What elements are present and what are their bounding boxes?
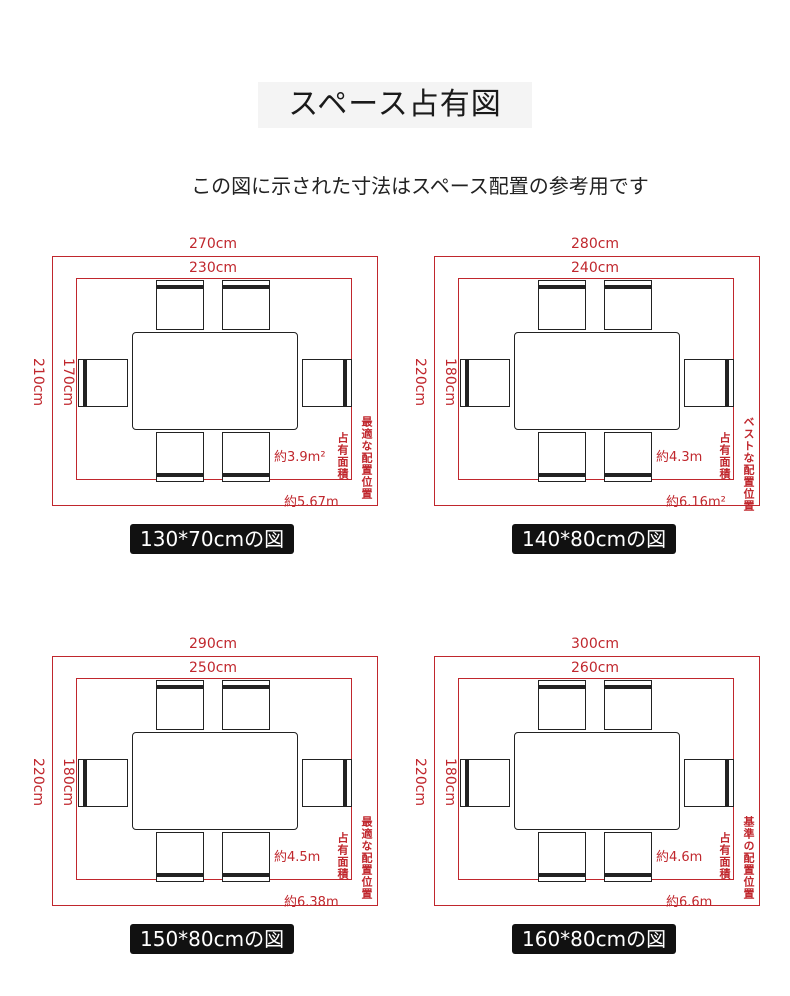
chair-backrest	[539, 685, 585, 689]
outer-height-label: 220cm	[412, 758, 428, 807]
diagram-panel: 290cm 250cm 220cm 180cm 約4.5m 約6.38m 占有面積最適な配置…	[30, 636, 412, 996]
outer-area-label: 約6.16m²	[666, 495, 726, 510]
outer-height-label: 220cm	[412, 358, 428, 407]
chair-backrest	[157, 473, 203, 477]
chair-top	[222, 680, 270, 730]
chair-backrest	[539, 285, 585, 289]
chair-backrest	[605, 873, 651, 877]
inner-area-label: 約3.9m²	[274, 450, 326, 465]
chair-backrest	[83, 360, 87, 406]
chair-top	[156, 680, 204, 730]
outer-boundary	[434, 656, 760, 906]
outer-width-label: 270cm	[189, 236, 238, 252]
chair-top	[222, 280, 270, 330]
outer-area-label: 約6.38m	[284, 895, 339, 910]
chair-bottom	[156, 432, 204, 482]
occupied-area-note: 占有面積	[718, 432, 731, 480]
diagram-caption: 140*80cmの図	[512, 524, 677, 554]
outer-width-label: 290cm	[189, 636, 238, 652]
chair-backrest	[223, 473, 269, 477]
diagram-caption: 130*70cmの図	[130, 524, 295, 554]
chair-backrest	[465, 360, 469, 406]
inner-height-label: 180cm	[60, 758, 76, 807]
chair-left	[78, 359, 128, 407]
chair-backrest	[157, 873, 203, 877]
diagram-panel: 300cm 260cm 220cm 180cm 約4.6m 約6.6m 占有面積基準の配置位…	[412, 636, 790, 996]
page-subtitle: この図に示された寸法はスペース配置の参考用です	[191, 174, 649, 198]
inner-height-label: 170cm	[60, 358, 76, 407]
outer-area-label: 約5.67m	[284, 495, 339, 510]
chair-right	[302, 759, 352, 807]
inner-width-label: 250cm	[189, 660, 238, 676]
page-title: スペース占有図	[258, 82, 532, 128]
chair-bottom	[222, 832, 270, 882]
dining-table	[514, 732, 680, 830]
outer-width-label: 280cm	[571, 236, 620, 252]
chair-backrest	[223, 685, 269, 689]
placement-note: ベストな配置位置	[742, 416, 755, 512]
inner-width-label: 230cm	[189, 260, 238, 276]
chair-top	[604, 280, 652, 330]
chair-top	[604, 680, 652, 730]
chair-backrest	[223, 873, 269, 877]
placement-note: 最適な配置位置	[360, 816, 373, 900]
outer-width-label: 300cm	[571, 636, 620, 652]
chair-backrest	[725, 360, 729, 406]
dining-table	[132, 732, 298, 830]
outer-height-label: 220cm	[30, 758, 46, 807]
chair-bottom	[538, 432, 586, 482]
chair-backrest	[223, 285, 269, 289]
chair-backrest	[465, 760, 469, 806]
chair-backrest	[539, 873, 585, 877]
placement-note: 基準の配置位置	[742, 816, 755, 900]
chair-backrest	[343, 760, 347, 806]
diagram-panel: 270cm 230cm 210cm 170cm 約3.9m² 約5.67m 占有面積最適な配…	[30, 236, 412, 596]
chair-backrest	[343, 360, 347, 406]
chair-top	[156, 280, 204, 330]
outer-boundary	[52, 656, 378, 906]
inner-area-label: 約4.6m	[656, 850, 703, 865]
chair-bottom	[538, 832, 586, 882]
occupied-area-note: 占有面積	[336, 432, 349, 480]
chair-top	[538, 680, 586, 730]
chair-backrest	[157, 285, 203, 289]
chair-backrest	[83, 760, 87, 806]
outer-boundary	[52, 256, 378, 506]
chair-bottom	[222, 432, 270, 482]
chair-left	[460, 759, 510, 807]
chair-right	[684, 359, 734, 407]
chair-left	[460, 359, 510, 407]
placement-note: 最適な配置位置	[360, 416, 373, 500]
dining-table	[132, 332, 298, 430]
inner-height-label: 180cm	[442, 358, 458, 407]
chair-backrest	[605, 285, 651, 289]
inner-area-label: 約4.3m	[656, 450, 703, 465]
dining-table	[514, 332, 680, 430]
occupied-area-note: 占有面積	[336, 832, 349, 880]
diagram-caption: 160*80cmの図	[512, 924, 677, 954]
chair-right	[302, 359, 352, 407]
chair-backrest	[605, 473, 651, 477]
chair-backrest	[725, 760, 729, 806]
chair-bottom	[604, 832, 652, 882]
outer-height-label: 210cm	[30, 358, 46, 407]
inner-height-label: 180cm	[442, 758, 458, 807]
inner-width-label: 260cm	[571, 660, 620, 676]
occupied-area-note: 占有面積	[718, 832, 731, 880]
chair-left	[78, 759, 128, 807]
outer-boundary	[434, 256, 760, 506]
chair-bottom	[604, 432, 652, 482]
chair-top	[538, 280, 586, 330]
diagram-caption: 150*80cmの図	[130, 924, 295, 954]
chair-backrest	[539, 473, 585, 477]
chair-right	[684, 759, 734, 807]
chair-backrest	[157, 685, 203, 689]
chair-bottom	[156, 832, 204, 882]
diagram-panel: 280cm 240cm 220cm 180cm 約4.3m 約6.16m² 占有面積ベストな…	[412, 236, 790, 596]
inner-area-label: 約4.5m	[274, 850, 321, 865]
outer-area-label: 約6.6m	[666, 895, 713, 910]
inner-width-label: 240cm	[571, 260, 620, 276]
chair-backrest	[605, 685, 651, 689]
